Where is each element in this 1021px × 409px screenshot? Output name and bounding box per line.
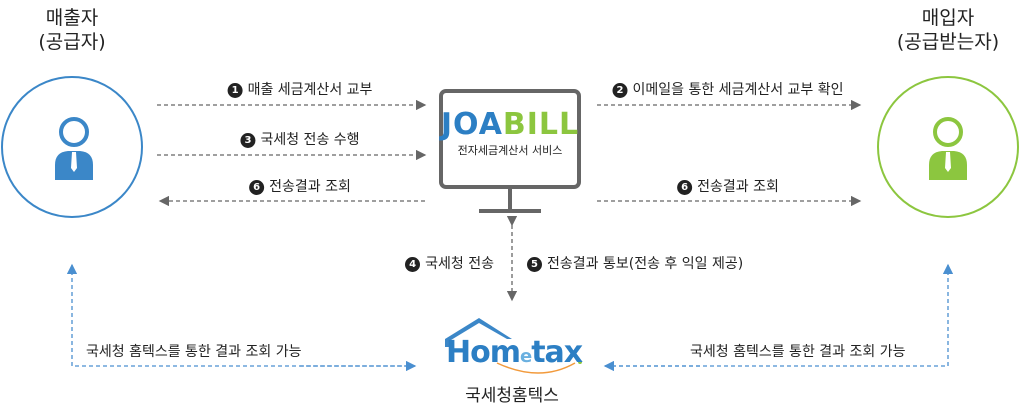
buyer-label: 매입자(공급받는자) [896,7,1000,53]
joabill-logo: JOABILL [440,107,580,142]
hometax-note-right: 국세청 홈텍스를 통한 결과 조회 가능 [690,344,906,360]
joabill-tagline: 전자세금계산서 서비스 [457,144,563,157]
hometax-logo: Hometax [446,335,583,370]
hometax-house-icon [445,318,582,374]
monitor-icon [439,89,581,213]
arrow-hometax-buyer [605,263,954,367]
hometax-name: 국세청홈텍스 [465,386,559,406]
seller-icon [1,76,143,218]
buyer-icon [877,76,1019,218]
seller-label: 매출자(공급자) [38,7,106,53]
hometax-note-left: 국세청 홈텍스를 통한 결과 조회 가능 [86,344,302,360]
